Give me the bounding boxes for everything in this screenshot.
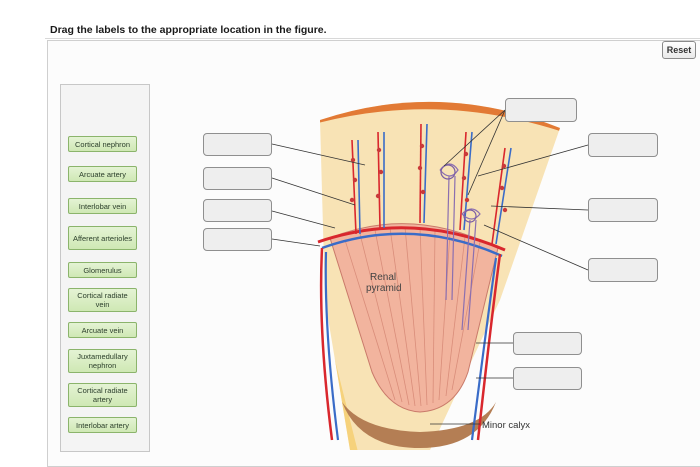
- drop-target-lower-1[interactable]: [513, 332, 582, 355]
- draggable-label-cortical-nephron[interactable]: Cortical nephron: [68, 136, 137, 152]
- interlobar-vein-right: [470, 257, 498, 441]
- top-divider: [45, 38, 700, 39]
- renal-pyramid: [329, 223, 499, 413]
- draggable-label-interlobar-artery[interactable]: Interlobar artery: [68, 417, 137, 433]
- drop-target-left-4[interactable]: [203, 228, 272, 251]
- instruction-text: Drag the labels to the appropriate locat…: [50, 24, 327, 36]
- drop-target-left-2[interactable]: [203, 167, 272, 190]
- draggable-label-glomerulus[interactable]: Glomerulus: [68, 262, 137, 278]
- renal-pyramid-label-line1: Renal: [370, 272, 396, 283]
- draggable-label-cortical-radiate-artery[interactable]: Cortical radiate artery: [68, 383, 137, 407]
- minor-calyx-label: Minor calyx: [482, 420, 530, 431]
- nephron-tubules: [439, 163, 481, 331]
- arcuate-vein-vessel: [321, 232, 503, 258]
- drop-target-right-1[interactable]: [588, 133, 658, 157]
- arcuate-artery-vessel: [317, 226, 506, 252]
- draggable-label-interlobar-vein[interactable]: Interlobar vein: [68, 198, 137, 214]
- draggable-label-arcuate-artery[interactable]: Arcuate artery: [68, 166, 137, 182]
- draggable-label-cortical-radiate-vein[interactable]: Cortical radiate vein: [68, 288, 137, 312]
- draggable-label-afferent-arterioles[interactable]: Afferent arterioles: [68, 226, 137, 250]
- drop-target-lower-2[interactable]: [513, 367, 582, 390]
- cortical-radiate-vessels: [351, 123, 512, 245]
- drop-target-right-2[interactable]: [588, 198, 658, 222]
- interlobar-artery-left: [319, 247, 334, 441]
- leader-lines: [271, 109, 589, 425]
- drop-target-left-1[interactable]: [203, 133, 272, 156]
- minor-calyx: [342, 402, 496, 448]
- draggable-label-arcuate-vein[interactable]: Arcuate vein: [68, 322, 137, 338]
- renal-pyramid-label-line2: pyramid: [366, 283, 402, 294]
- draggable-label-juxtamedullary-nephron[interactable]: Juxtamedullary nephron: [68, 349, 137, 373]
- reset-button[interactable]: Reset: [662, 41, 696, 59]
- drop-target-top[interactable]: [505, 98, 577, 122]
- interlobar-vein-left: [324, 251, 340, 441]
- drop-target-left-3[interactable]: [203, 199, 272, 222]
- drop-target-right-3[interactable]: [588, 258, 658, 282]
- interlobar-artery-right: [476, 253, 502, 441]
- pyramid-striations: [344, 226, 481, 407]
- glomeruli: [349, 143, 508, 213]
